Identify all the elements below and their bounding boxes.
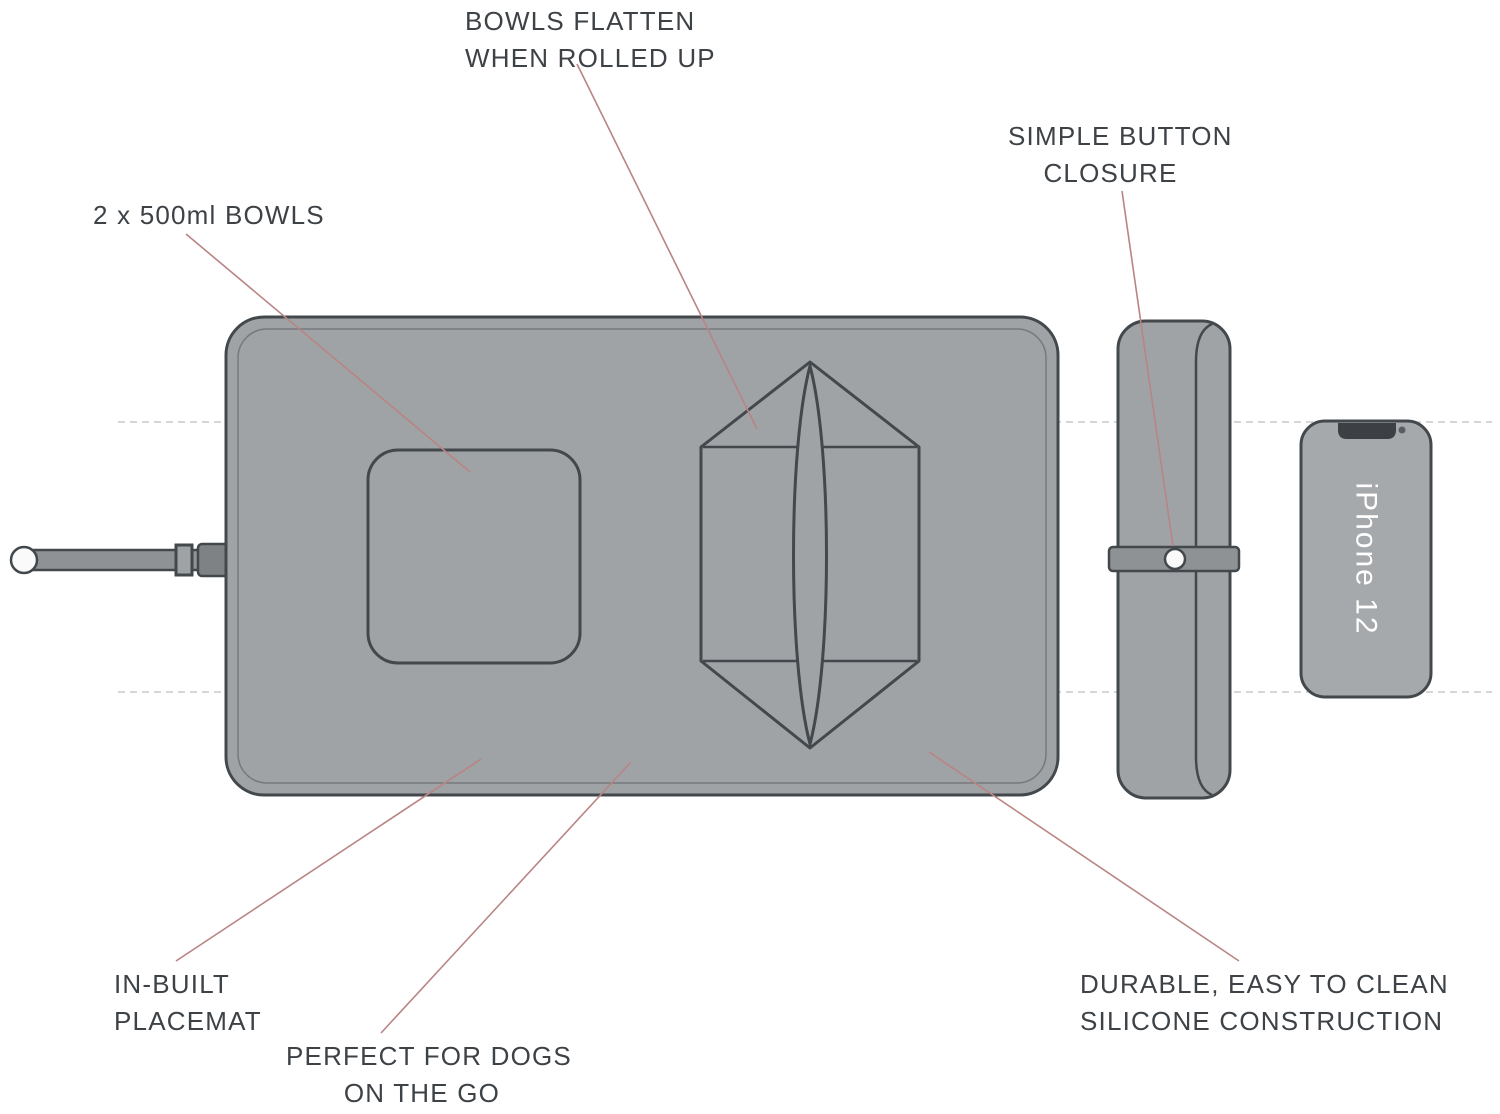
strap-end-ring (9, 545, 39, 575)
callout-durable-line1: DURABLE, EASY TO CLEAN (1080, 969, 1449, 999)
callout-flatten-line1: BOWLS FLATTEN (465, 6, 696, 36)
callout-dogs-line2: ON THE GO (343, 1078, 501, 1108)
leader-line-bowls (185, 233, 471, 473)
carry-strap (9, 542, 232, 578)
iphone-camera-dot (1398, 426, 1406, 434)
placemat-shape (224, 315, 1060, 797)
leader-line-placemat (175, 758, 482, 962)
flattened-bowl (699, 360, 921, 750)
callout-dogs: PERFECT FOR DOGS ON THE GO (286, 1038, 572, 1112)
callout-durable-line2: SILICONE CONSTRUCTION (1080, 1006, 1444, 1036)
left-bowl-shape (366, 448, 582, 665)
closure-button (1163, 547, 1187, 571)
strap-slider-buckle (174, 543, 194, 577)
placemat (224, 315, 1060, 797)
leader-line-durable (928, 751, 1240, 962)
callout-dogs-line1: PERFECT FOR DOGS (286, 1041, 572, 1071)
iphone-label: iPhone 12 (1350, 482, 1383, 635)
leader-line-dogs (380, 761, 632, 1034)
rolled-mat (1107, 319, 1241, 800)
leader-line-button (1121, 190, 1174, 547)
callout-button-line2: CLOSURE (1043, 158, 1178, 188)
leader-line-flatten (576, 63, 758, 430)
callout-placemat-line1: IN-BUILT (114, 969, 231, 999)
bowl-center-lens (792, 360, 828, 750)
callout-bowls: 2 x 500ml BOWLS (93, 197, 325, 234)
callout-flatten: BOWLS FLATTEN WHEN ROLLED UP (465, 3, 716, 77)
callout-placemat: IN-BUILT PLACEMAT (114, 966, 262, 1040)
callout-button-line1: SIMPLE BUTTON (1008, 121, 1233, 151)
callout-durable: DURABLE, EASY TO CLEAN SILICONE CONSTRUC… (1080, 966, 1449, 1040)
callout-bowls-line1: 2 x 500ml BOWLS (93, 200, 325, 230)
callout-button: SIMPLE BUTTON CLOSURE (1008, 118, 1233, 192)
iphone-body (1299, 419, 1433, 699)
callout-flatten-line2: WHEN ROLLED UP (465, 43, 716, 73)
placemat-inner-rim (237, 328, 1047, 784)
callout-placemat-line2: PLACEMAT (114, 1006, 262, 1036)
iphone-notch (1338, 423, 1396, 439)
iphone: iPhone 12 (1299, 419, 1433, 699)
